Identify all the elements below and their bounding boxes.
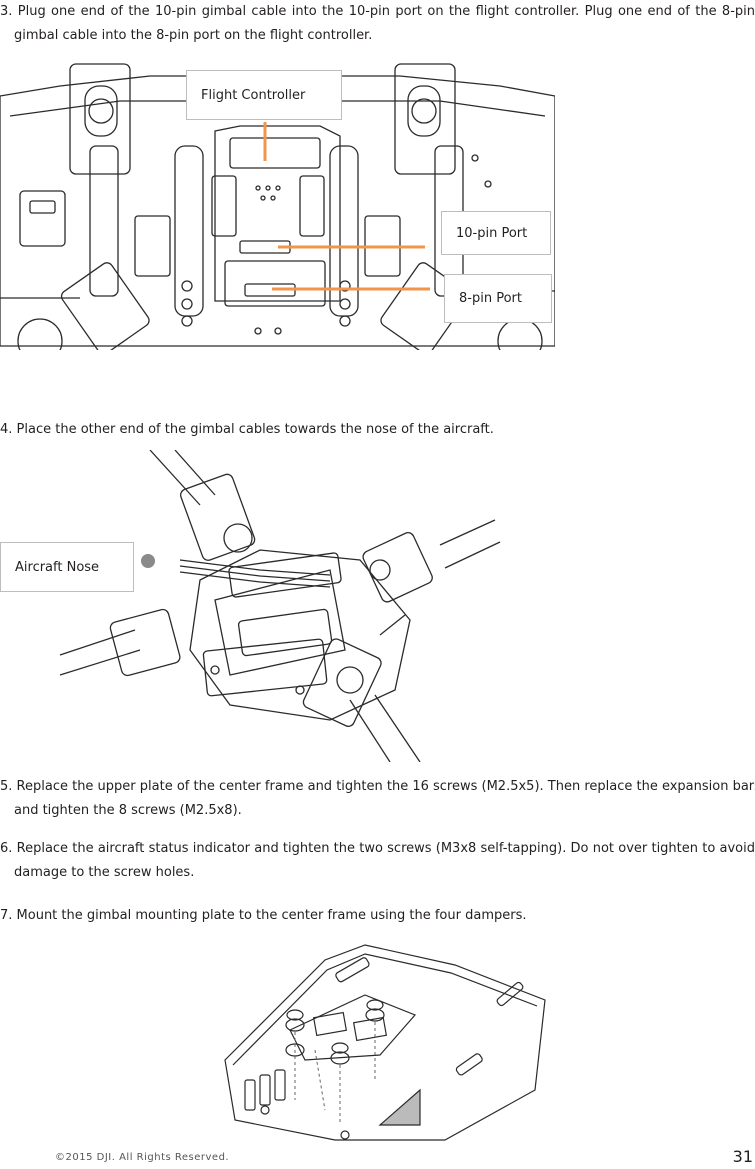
aircraft-nose-callout: Aircraft Nose [0,542,134,592]
8-pin-port-callout: 8-pin Port [444,274,552,323]
step-5-text: 5. Replace the upper plate of the center… [0,775,755,823]
page-number: 31 [732,1147,753,1166]
gimbal-mounting-plate-diagram [215,940,555,1145]
10-pin-port-callout: 10-pin Port [441,211,551,255]
step-6-text: 6. Replace the aircraft status indicator… [0,837,755,885]
step-4-text: 4. Place the other end of the gimbal cab… [0,418,755,442]
step-3-line-1: 3. Plug one end of the 10-pin gimbal cab… [0,4,755,19]
step-7-text: 7. Mount the gimbal mounting plate to th… [0,904,755,928]
step-4-line-1: 4. Place the other end of the gimbal cab… [0,422,494,437]
flight-controller-diagram: Flight Controller 10-pin Port 8-pin Port [0,56,556,364]
step-5-line-1: 5. Replace the upper plate of the center… [0,779,755,794]
step-7-line-1: 7. Mount the gimbal mounting plate to th… [0,908,527,923]
aircraft-nose-illustration [59,449,501,763]
gimbal-mounting-plate-illustration [224,944,546,1141]
copyright-footer: ©2015 DJI. All Rights Reserved. [55,1152,230,1163]
aircraft-nose-diagram: Aircraft Nose [0,449,755,763]
step-3-line-2: gimbal cable into the 8-pin port on the … [14,28,373,43]
step-6-line-1: 6. Replace the aircraft status indicator… [0,841,755,856]
aircraft-nose-marker [141,554,155,568]
step-5-line-2: and tighten the 8 screws (M2.5x8). [14,803,242,818]
step-6-line-2: damage to the screw holes. [14,865,195,880]
step-3-text: 3. Plug one end of the 10-pin gimbal cab… [0,0,755,48]
flight-controller-callout: Flight Controller [186,70,342,120]
